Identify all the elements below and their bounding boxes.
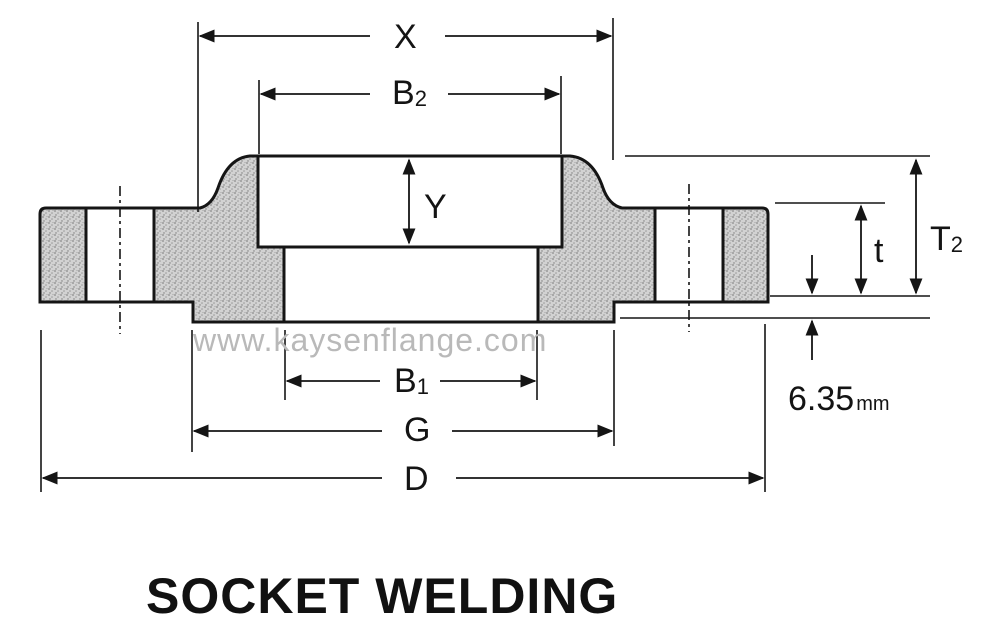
dimension-d: D (40, 324, 766, 498)
left-rim-section (38, 206, 88, 304)
dimension-g: G (191, 330, 615, 452)
left-hub-section (152, 154, 286, 324)
watermark-text: www.kaysenflange.com (192, 322, 547, 358)
label-b2: B2 (392, 74, 427, 112)
flange-left-section (38, 154, 286, 324)
dimension-b1: B1 (284, 330, 538, 400)
label-y: Y (424, 188, 447, 226)
diagram-title: SOCKET WELDING (146, 568, 618, 624)
dimension-b2: B2 (258, 74, 562, 154)
label-d: D (404, 460, 429, 498)
flange-right-section (536, 154, 770, 324)
label-t2: T2 (930, 220, 963, 258)
dimension-x: X (197, 18, 614, 212)
bore-outline (193, 154, 614, 324)
label-x: X (394, 18, 417, 56)
dimension-y: Y (402, 158, 447, 245)
label-t: t (874, 232, 884, 270)
label-b1: B1 (394, 362, 429, 400)
right-hub-section (536, 154, 657, 324)
label-g: G (404, 411, 430, 449)
right-rim-section (721, 206, 770, 304)
